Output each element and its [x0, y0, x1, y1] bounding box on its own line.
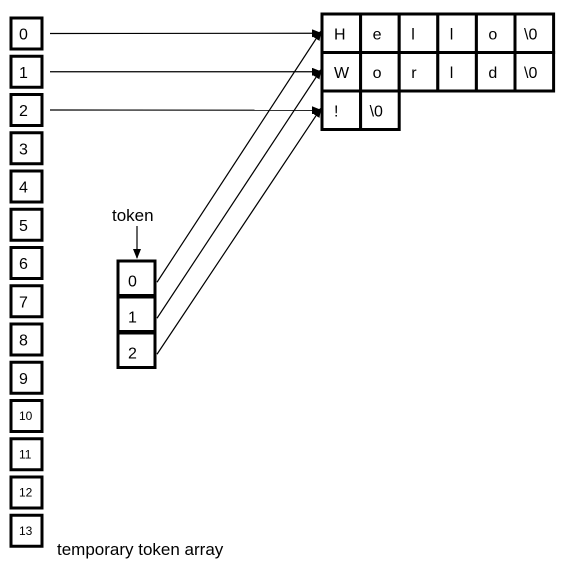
char-cell: H [334, 26, 346, 43]
char-cell-box [397, 12, 440, 54]
temporary-token-array-caption: temporary token array [57, 540, 224, 559]
token-array: 0 1 2 [116, 259, 157, 369]
token-cell: 1 [116, 295, 157, 333]
temp-array-cell-box [9, 360, 44, 395]
pointer-arrows [49, 29, 322, 355]
temp-array-cell-box [9, 169, 44, 204]
pointer-arrow [156, 30, 322, 283]
temp-array-cell-box [9, 93, 44, 127]
char-cell-box [397, 51, 440, 93]
char-cell: o [373, 65, 382, 82]
token-index: 2 [128, 345, 137, 362]
string-buffer-row: ! \0 [320, 89, 401, 131]
char-cell: l [450, 65, 454, 82]
temp-array-cell: 8 [9, 322, 44, 357]
char-cell: d [488, 65, 497, 82]
char-cell-box [436, 12, 478, 54]
temp-array-index: 12 [19, 486, 33, 500]
temp-array-index: 1 [19, 65, 28, 82]
temp-array-index: 7 [19, 294, 28, 311]
temp-array-cell: 4 [9, 169, 44, 204]
char-cell-box [359, 89, 401, 131]
temp-array-cell-box [9, 475, 44, 510]
temp-array-index: 8 [19, 333, 28, 350]
temp-array-cell: 9 [9, 360, 44, 395]
char-cell: o [488, 26, 497, 43]
temp-array-index: 4 [19, 180, 28, 197]
temp-array-cell-box [9, 284, 44, 319]
char-cell: \0 [370, 103, 383, 120]
token-index: 1 [128, 309, 137, 326]
temp-array-cell: 10 [9, 399, 44, 433]
temp-array-index: 10 [19, 409, 33, 423]
token-cell-box [116, 331, 157, 369]
temp-array-cell-box [9, 437, 44, 472]
token-cell: 0 [116, 259, 157, 297]
temp-array-cell: 2 [9, 93, 44, 127]
temp-array-cell-box [9, 16, 44, 51]
temp-array-cell: 7 [9, 284, 44, 319]
temp-array-cell: 11 [9, 437, 44, 472]
temp-array-cell-box [9, 246, 44, 280]
char-cell-box [320, 89, 363, 131]
token-cell-box [116, 295, 157, 333]
char-cell: \0 [524, 65, 537, 82]
char-cell: ! [334, 103, 338, 120]
temp-array-cell: 1 [9, 54, 44, 89]
temp-array-index: 13 [19, 524, 33, 538]
temp-array-index: 0 [19, 27, 28, 44]
pointer-arrow [156, 107, 322, 355]
temp-array-cell: 13 [9, 513, 44, 548]
char-cell: l [450, 26, 454, 43]
temp-array-index: 5 [19, 218, 28, 235]
temp-array-cell-box [9, 399, 44, 433]
char-cell: \0 [524, 26, 537, 43]
pointer-arrow [156, 68, 322, 319]
token-cell: 2 [116, 331, 157, 369]
char-cell-box [513, 12, 556, 54]
temp-array-cell-box [9, 54, 44, 89]
temp-array-cell: 3 [9, 131, 44, 166]
char-cell-box [513, 51, 556, 93]
char-cell-box [474, 51, 517, 93]
temp-array-cell-box [9, 322, 44, 357]
temp-array-cell: 12 [9, 475, 44, 510]
char-cell: r [411, 65, 417, 82]
temp-array-cell-box [9, 513, 44, 548]
char-cell-box [436, 51, 478, 93]
temp-array-cell-box [9, 131, 44, 166]
temp-array-index: 6 [19, 256, 28, 273]
token-cell-box [116, 259, 157, 297]
char-cell: W [334, 65, 350, 82]
token-label: token [112, 206, 154, 225]
token-index: 0 [128, 273, 137, 290]
temp-array-cell: 6 [9, 246, 44, 280]
temp-array-index: 9 [19, 371, 28, 388]
temp-array-cell: 0 [9, 16, 44, 51]
temp-array-index: 2 [19, 103, 28, 120]
temp-array-index: 11 [19, 447, 32, 461]
temp-array-cell-box [9, 207, 44, 242]
char-cell-box [320, 12, 363, 54]
temp-array-index: 3 [19, 141, 28, 158]
temp-array-cell: 5 [9, 207, 44, 242]
char-cell: e [373, 26, 382, 43]
char-cell: l [411, 26, 415, 43]
